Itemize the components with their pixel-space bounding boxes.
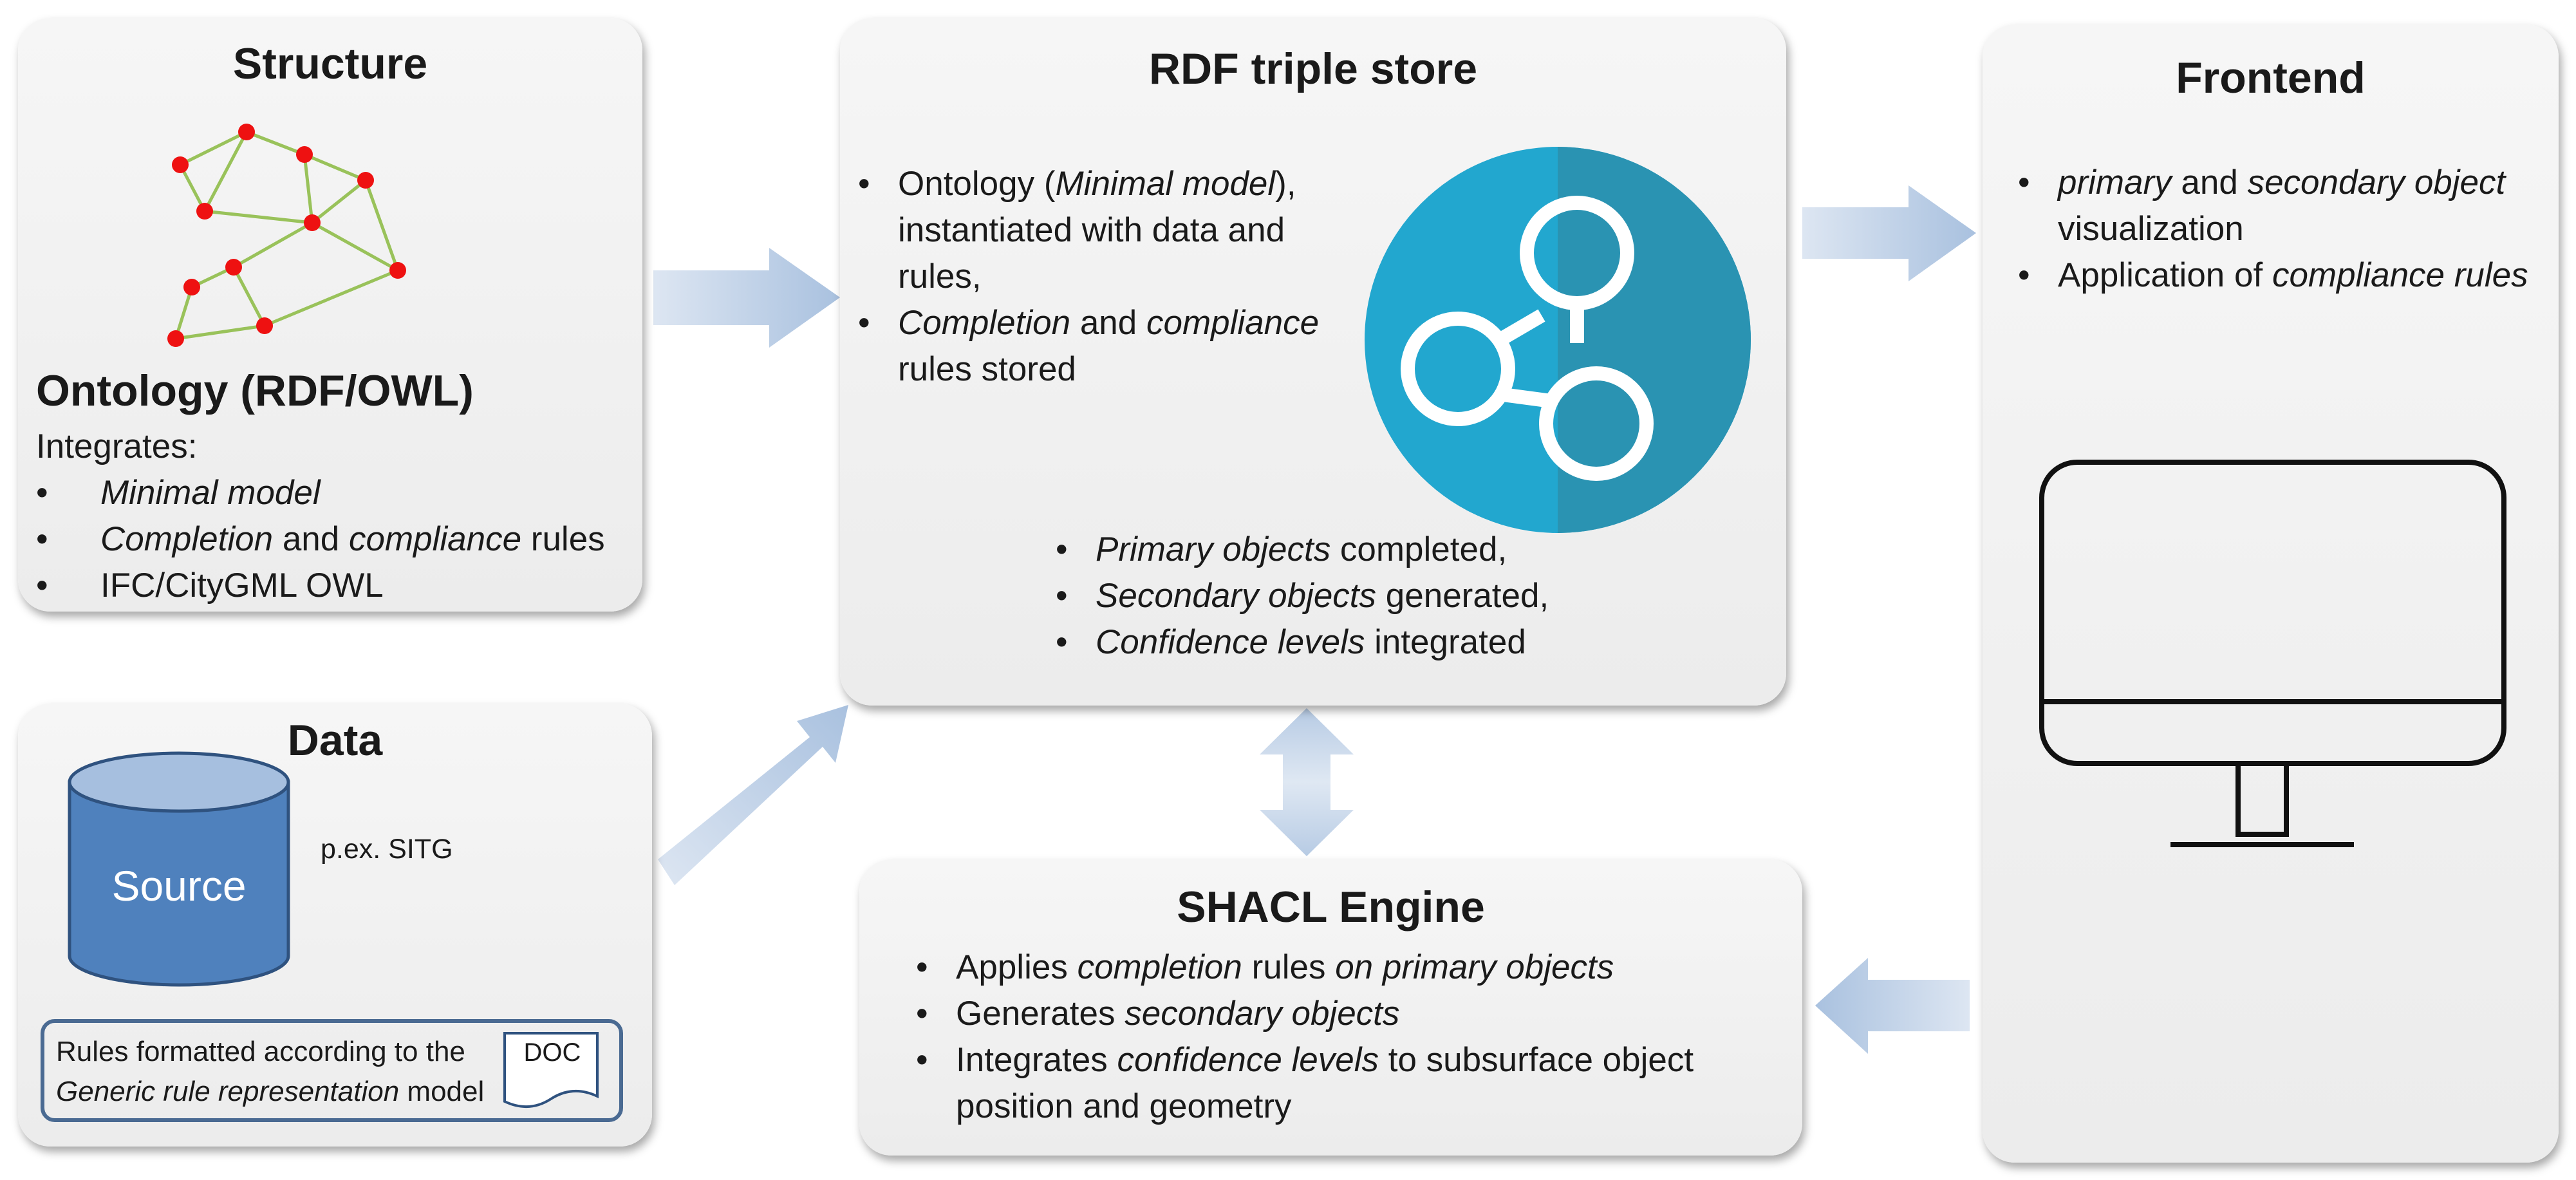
- text-run: and: [1070, 304, 1146, 342]
- text-run: Ontology (: [898, 165, 1056, 203]
- source-example: p.ex. SITG: [321, 834, 453, 865]
- list-item: Primary objects completed,: [1056, 527, 1764, 573]
- ontology-subtitle: Ontology (RDF/OWL): [36, 366, 474, 415]
- rules-note-text: Rules formatted according to the Generic…: [56, 1032, 519, 1112]
- arrow-rdf-shacl-bidirectional: [1260, 708, 1354, 856]
- emphasis-text: compliance: [1146, 304, 1320, 342]
- text-run: Integrates: [956, 1041, 1117, 1079]
- structure-title: Structure: [232, 39, 428, 88]
- text-run: to subsurface object position and geomet…: [956, 1041, 1694, 1125]
- text-run: visualization: [2058, 210, 2244, 248]
- emphasis-text: compliance: [348, 520, 522, 558]
- structure-box: Structure Ontology: [18, 18, 642, 612]
- graph-database-logo: [1365, 147, 1751, 533]
- emphasis-text: secondary object: [2247, 164, 2506, 201]
- frontend-title: Frontend: [2176, 53, 2366, 102]
- rdf-results-list: Primary objects completed, Secondary obj…: [1056, 527, 1764, 666]
- emphasis-text: Minimal model: [1055, 165, 1276, 203]
- emphasis-text: Completion: [100, 520, 274, 558]
- text-run: Generates: [956, 995, 1125, 1033]
- emphasis-text: completion: [1077, 948, 1242, 986]
- text-run: rules stored: [898, 350, 1076, 388]
- arrow-rdf-to-frontend: [1802, 185, 1976, 281]
- emphasis-text: Completion: [898, 304, 1071, 342]
- text-run: Application of: [2058, 256, 2272, 294]
- emphasis-text: Confidence levels: [1096, 623, 1365, 661]
- emphasis-text: Secondary objects: [1096, 577, 1377, 615]
- list-item: Integrates confidence levels to subsurfa…: [916, 1037, 1778, 1130]
- text-run: rules: [521, 520, 605, 558]
- text-run: model: [399, 1076, 485, 1107]
- shacl-title: SHACL Engine: [1177, 883, 1485, 932]
- text-run: ), instantiated with data and rules,: [898, 165, 1296, 295]
- rdf-list: Ontology (Minimal model), instantiated w…: [858, 161, 1321, 393]
- list-item: Confidence levels integrated: [1056, 619, 1764, 666]
- text-run: completed,: [1330, 530, 1507, 568]
- rdf-store-box: RDF triple store Ontology (Minimal model…: [840, 18, 1786, 706]
- emphasis-text: primary: [2058, 164, 2172, 201]
- emphasis-text: secondary objects: [1125, 995, 1400, 1033]
- arrow-frontend-to-shacl: [1815, 958, 1970, 1054]
- list-item: Secondary objects generated,: [1056, 573, 1764, 619]
- text-run: rules: [1242, 948, 1336, 986]
- list-item: Completion and compliance rules: [36, 516, 635, 563]
- text-run: Applies: [956, 948, 1078, 986]
- ontology-graph-icon: [167, 124, 406, 347]
- arrow-data-to-rdf: [658, 705, 848, 885]
- text-run: and: [2171, 164, 2248, 201]
- list-item: IFC/CityGML OWL: [36, 563, 635, 609]
- emphasis-text: Generic rule representation: [56, 1076, 400, 1107]
- emphasis-text: Minimal model: [100, 474, 321, 512]
- graph-nodes: [167, 124, 406, 347]
- arrow-structure-to-rdf: [653, 248, 840, 348]
- list-item: Minimal model: [36, 470, 635, 516]
- text-run: integrated: [1365, 623, 1526, 661]
- database-cylinder-icon: [68, 751, 290, 987]
- rules-note-box: Rules formatted according to the Generic…: [41, 1019, 623, 1122]
- frontend-list: primary and secondary object visualizati…: [2018, 160, 2546, 299]
- monitor-icon: [2039, 460, 2506, 847]
- shacl-list: Applies completion rules on primary obje…: [916, 944, 1778, 1130]
- text-run: IFC/CityGML OWL: [100, 567, 384, 604]
- list-item: Applies completion rules on primary obje…: [916, 944, 1778, 991]
- list-item: Completion and compliance rules stored: [858, 300, 1321, 393]
- emphasis-text: Primary objects: [1096, 530, 1331, 568]
- text-run: and: [273, 520, 349, 558]
- text-run: generated,: [1376, 577, 1549, 615]
- structure-intro: Integrates:: [36, 427, 198, 465]
- emphasis-text: confidence levels: [1117, 1041, 1379, 1079]
- list-item: Ontology (Minimal model), instantiated w…: [858, 161, 1321, 300]
- shacl-box: SHACL Engine Applies completion rules on…: [859, 859, 1802, 1156]
- source-label: Source: [111, 862, 247, 910]
- data-box: Data Source p.ex. SITG Rules formatted a…: [18, 704, 652, 1147]
- doc-label: DOC: [523, 1038, 581, 1067]
- list-item: primary and secondary object visualizati…: [2018, 160, 2546, 252]
- document-icon: [503, 1032, 599, 1109]
- emphasis-text: compliance rules: [2272, 256, 2528, 294]
- emphasis-text: on primary objects: [1335, 948, 1614, 986]
- text-run: Rules formatted according to the: [56, 1036, 465, 1067]
- list-item: Application of compliance rules: [2018, 252, 2546, 299]
- frontend-box: Frontend primary and secondary object vi…: [1983, 24, 2559, 1163]
- rdf-title: RDF triple store: [1148, 44, 1478, 93]
- list-item: Generates secondary objects: [916, 991, 1778, 1037]
- data-title: Data: [287, 716, 383, 765]
- structure-list: Minimal model Completion and compliance …: [36, 470, 635, 609]
